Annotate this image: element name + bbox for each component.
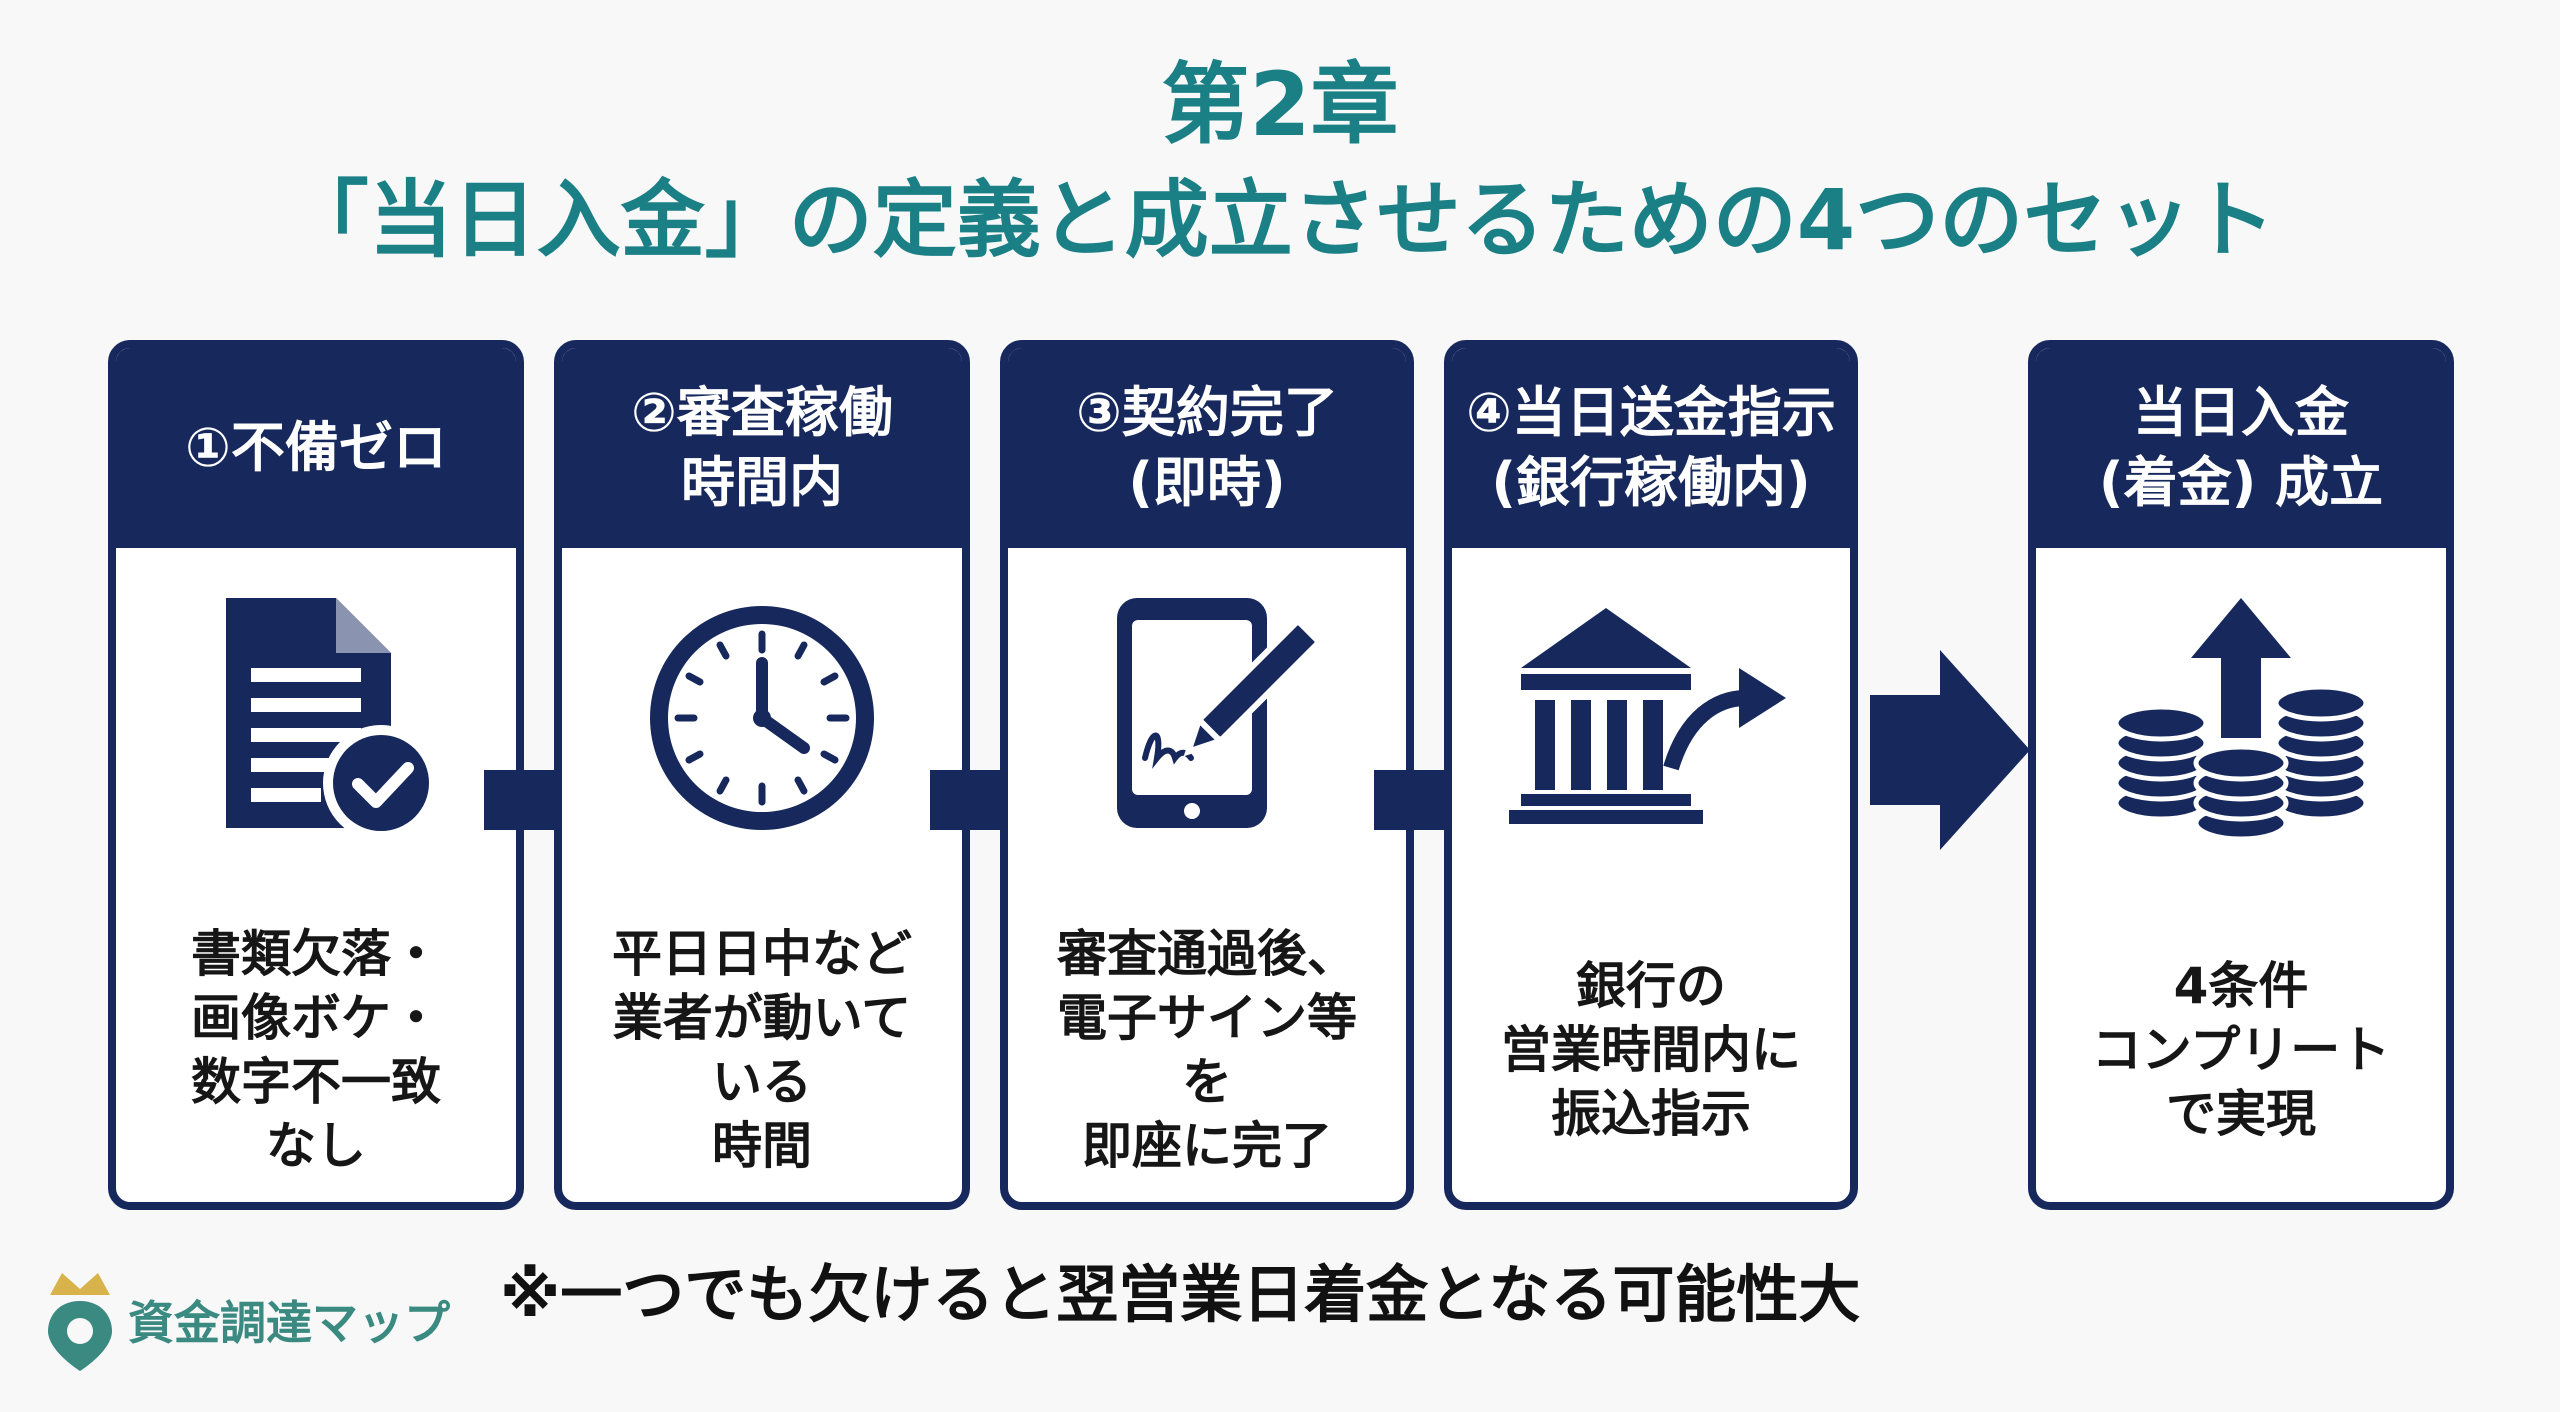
step-4-body: 銀行の 営業時間内に 振込指示 bbox=[1501, 957, 1801, 1143]
result-card: 当日入金 (着金) 成立 4条件 コンプリート で実 bbox=[2028, 340, 2454, 1210]
step-2-body: 平日日中など 業者が動いて いる 時間 bbox=[612, 925, 912, 1175]
step-1-header: ①不備ゼロ bbox=[116, 348, 516, 548]
footnote: ※一つでも欠けると翌営業日着金となる可能性大 bbox=[500, 1258, 1861, 1331]
step-2-header: ②審査稼働 時間内 bbox=[562, 348, 962, 548]
coins-up-icon bbox=[2113, 598, 2369, 842]
step-card-4: ④当日送金指示 (銀行稼働内) 銀行の 営業時間内に 振込指示 bbox=[1444, 340, 1858, 1210]
result-header: 当日入金 (着金) 成立 bbox=[2036, 348, 2446, 548]
step-3-header: ③契約完了 (即時) bbox=[1008, 348, 1406, 548]
main-title: 「当日入金」の定義と成立させるための4つのセット bbox=[284, 171, 2276, 269]
step-4-header: ④当日送金指示 (銀行稼働内) bbox=[1452, 348, 1850, 548]
crown-pin-icon bbox=[48, 1273, 112, 1371]
step-card-3: ③契約完了 (即時) 審査通過後、 電子サイン等 を 即座に完了 bbox=[1000, 340, 1414, 1210]
bank-transfer-icon bbox=[1509, 608, 1786, 824]
step-3-body: 審査通過後、 電子サイン等 を 即座に完了 bbox=[1057, 925, 1357, 1175]
result-body: 4条件 コンプリート で実現 bbox=[2091, 957, 2391, 1143]
document-check-icon bbox=[226, 598, 439, 841]
tablet-signature-icon bbox=[1117, 598, 1321, 828]
logo-text: 資金調達マップ bbox=[128, 1296, 450, 1350]
step-card-1: ①不備ゼロ 書類欠落・ 画像ボケ・ 数字不一致 なし bbox=[108, 340, 524, 1210]
step-1-body: 書類欠落・ 画像ボケ・ 数字不一致 なし bbox=[191, 925, 441, 1175]
clock-icon bbox=[650, 606, 874, 830]
big-arrow-right-icon bbox=[1870, 650, 2030, 850]
step-card-2: ②審査稼働 時間内 平日日中など 業者が動いて いる 時間 bbox=[554, 340, 970, 1210]
chapter-title: 第2章 bbox=[1161, 53, 1399, 156]
logo: 資金調達マップ bbox=[40, 1265, 450, 1375]
